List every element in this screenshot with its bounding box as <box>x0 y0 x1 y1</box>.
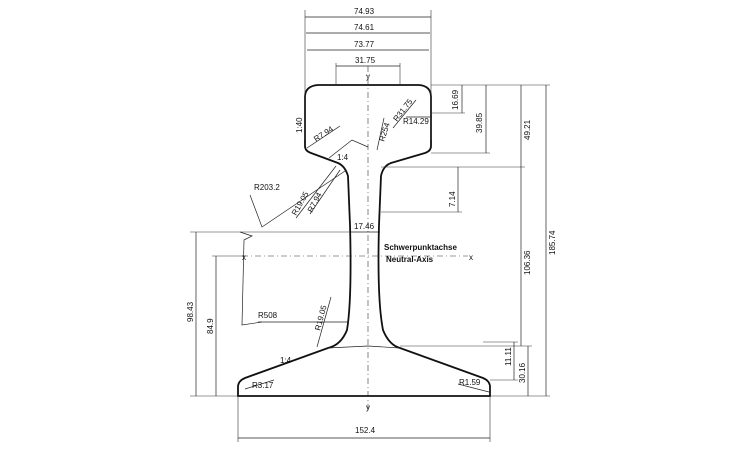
slope-1-40: 1:40 <box>295 117 304 133</box>
radius-3-17: R3.17 <box>252 381 274 390</box>
dim-49-21: 49.21 <box>523 119 532 140</box>
leader-r159 <box>457 383 490 393</box>
slope-1-4-base: 1:4 <box>280 356 292 365</box>
base-construction-line <box>327 345 401 349</box>
rail-profile-outline <box>237 84 491 397</box>
radius-1-59: R1.59 <box>459 378 481 387</box>
radius-19-05-upper: R19.05 <box>290 190 311 217</box>
neutral-axis-label-en: Neutral-Axis <box>386 255 434 264</box>
radius-19-05-lower: R19.05 <box>313 304 329 332</box>
dim-30-16: 30.16 <box>518 362 527 383</box>
dim-84-9: 84.9 <box>206 318 215 334</box>
dim-11-11: 11.11 <box>504 347 513 366</box>
y-axis-label-top: y <box>366 72 370 81</box>
dim-106-36: 106.36 <box>523 250 532 275</box>
leader-r317 <box>244 379 275 390</box>
dim-98-43: 98.43 <box>186 301 195 322</box>
leader-r1905-lower <box>316 296 332 348</box>
dim-17-46: 17.46 <box>354 222 375 231</box>
slope-1-4-head: 1:4 <box>337 153 349 162</box>
dim-39-85: 39.85 <box>475 112 484 133</box>
dim-74-93: 74.93 <box>354 7 375 16</box>
dim-7-14: 7.14 <box>448 191 457 207</box>
leader-r254 <box>376 117 385 151</box>
leader-r794-head <box>306 125 341 149</box>
dim-152-4: 152.4 <box>355 426 376 435</box>
leader-r1905-upper <box>295 165 337 219</box>
radius-203-2: R203.2 <box>254 183 280 192</box>
dim-74-61: 74.61 <box>354 23 375 32</box>
construction-zigzag-left <box>239 231 263 326</box>
x-axis-label-left: x <box>242 253 246 262</box>
neutral-axis-label-de: Schwerpunktachse <box>384 243 457 252</box>
x-axis-label-right: x <box>469 253 473 262</box>
leader-r794-under <box>309 169 341 215</box>
leader-r2032 <box>249 170 346 228</box>
dim-185-74: 185.74 <box>548 230 557 255</box>
dim-31-75: 31.75 <box>355 56 376 65</box>
dim-73-77: 73.77 <box>354 40 375 49</box>
y-axis-label-bottom: y <box>366 403 370 412</box>
dim-16-69: 16.69 <box>451 89 460 110</box>
leader-r3175 <box>392 99 417 129</box>
radius-508: R508 <box>258 311 278 320</box>
radius-14-29: R14.29 <box>403 117 429 126</box>
head-construction-line <box>328 139 369 159</box>
